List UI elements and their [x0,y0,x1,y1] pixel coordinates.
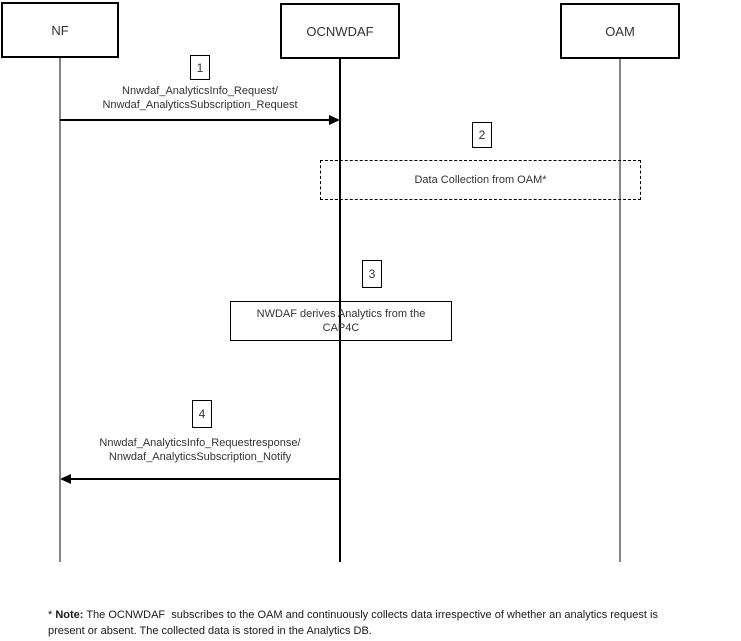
footnote-text1: The OCNWDAF subscribes to the OAM and co… [86,609,658,621]
actor-label-oam: OAM [605,23,635,39]
footnote-line1: * Note: The OCNWDAF subscribes to the OA… [48,608,733,624]
footnote: * Note: The OCNWDAF subscribes to the OA… [48,608,733,639]
actor-label-ocnwdaf: OCNWDAF [306,23,374,39]
message-1-arrow-line [60,119,329,121]
derivation-label-line2: CAP4C [322,322,360,334]
step-number-4: 4 [192,400,212,428]
footnote-line2: present or absent. The collected data is… [48,624,733,640]
step-number-3-label: 3 [368,267,376,281]
lifeline-oam [619,59,621,562]
derivation-box: NWDAF derives Analytics from the CAP4C [230,301,452,341]
message-4-label-line2: Nnwdaf_AnalyticsSubscription_Notify [108,451,292,463]
message-4-arrowhead-left-icon [60,474,71,484]
message-4-label-line1: Nnwdaf_AnalyticsInfo_Requestresponse/ [99,437,301,449]
message-4-label: Nnwdaf_AnalyticsInfo_Requestresponse/ Nn… [60,436,340,464]
message-1-label: Nnwdaf_AnalyticsInfo_Request/ Nnwdaf_Ana… [60,84,340,112]
step-number-1: 1 [190,55,210,80]
actor-box-ocnwdaf: OCNWDAF [280,3,400,59]
data-collection-label: Data Collection from OAM* [414,174,547,186]
step-number-2: 2 [472,122,492,148]
step-number-1-label: 1 [196,60,204,75]
actor-label-nf: NF [51,22,69,38]
actor-box-oam: OAM [560,3,680,59]
lifeline-nf [59,58,61,562]
message-1-label-line2: Nnwdaf_AnalyticsSubscription_Request [102,99,298,111]
message-1-arrowhead-right-icon [329,115,340,125]
footnote-star: * [48,609,53,621]
step-number-2-label: 2 [478,128,486,142]
data-collection-box: Data Collection from OAM* [320,160,641,200]
lifeline-ocnwdaf [339,59,341,562]
footnote-text2: present or absent. The collected data is… [48,624,372,637]
message-1-label-line1: Nnwdaf_AnalyticsInfo_Request/ [122,85,278,97]
step-number-4-label: 4 [198,407,206,421]
actor-box-nf: NF [1,2,119,58]
footnote-bold-label: Note: [55,609,84,621]
step-number-3: 3 [362,260,382,288]
derivation-label-line1: NWDAF derives Analytics from the [256,308,426,320]
message-4-arrow-line [71,478,340,480]
